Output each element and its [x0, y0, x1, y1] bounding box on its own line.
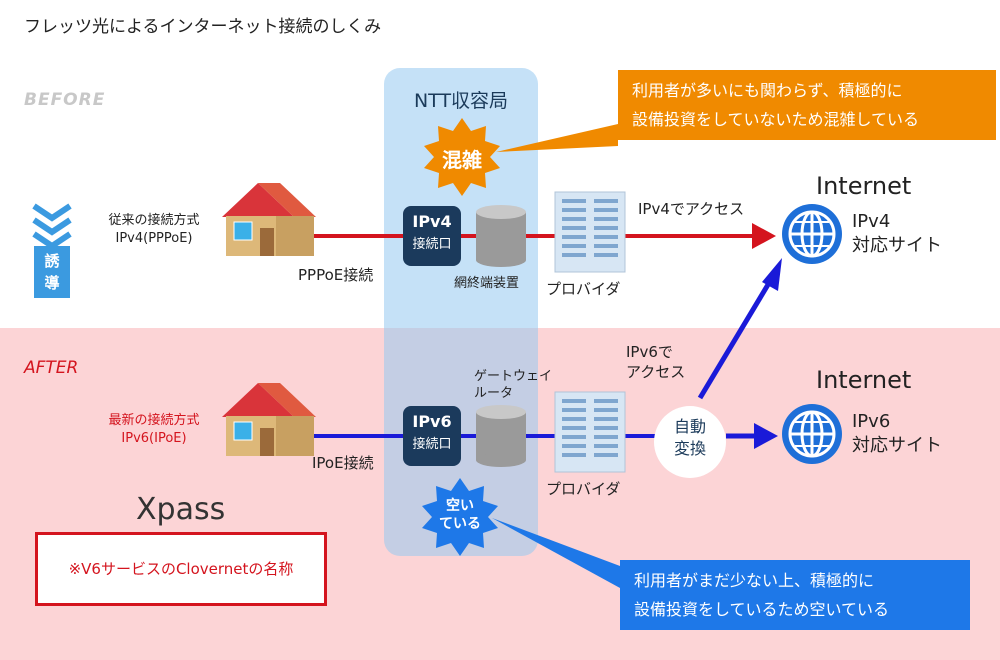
conversion-arrow-line — [697, 276, 775, 400]
xpass-note: ※V6サービスのClovernetの名称 — [68, 560, 294, 578]
house-icon — [222, 183, 316, 256]
before-connection-label: PPPoE接続 — [298, 266, 374, 284]
before-method-line2: IPv4(PPPoE) — [115, 231, 193, 246]
before-label: BEFORE — [24, 90, 106, 110]
after-method-line2: IPv6(IPoE) — [121, 431, 187, 446]
after-callout-line2: 設備投資をしているため空いている — [634, 600, 890, 619]
after-arrowhead — [754, 423, 778, 449]
guide-label: 誘 導 — [33, 250, 71, 294]
auto-conversion-line2: 変換 — [673, 439, 706, 458]
server-icon — [476, 405, 526, 467]
after-device-line1: ゲートウェイ — [474, 369, 553, 384]
congestion-burst-icon — [424, 118, 500, 196]
xpass-note-box — [35, 532, 327, 606]
after-internet-label: Internet — [816, 366, 912, 394]
ipv4-port-title: IPv4 — [412, 212, 452, 231]
vacant-burst-icon — [422, 478, 498, 556]
guide-label-line1: 誘 — [44, 252, 60, 270]
before-provider-label: プロバイダ — [546, 280, 621, 298]
ipv6-site-line1: IPv6 — [852, 411, 891, 432]
conversion-arrowhead — [762, 258, 782, 291]
ipv4-site-line1: IPv4 — [852, 211, 891, 232]
before-callout-pointer — [496, 124, 618, 152]
xpass-title: Xpass — [136, 492, 226, 527]
ipv4-port-subtitle: 接続口 — [412, 237, 452, 252]
globe-icon — [782, 404, 842, 464]
after-device-label: ゲートウェイ ルータ — [474, 368, 552, 402]
after-method-line1: 最新の接続方式 — [108, 413, 200, 428]
ipv6-site-line2: 対応サイト — [852, 435, 942, 456]
server-icon — [476, 205, 526, 267]
after-connection-label: IPoE接続 — [312, 454, 374, 472]
page-title: フレッツ光によるインターネット接続のしくみ — [24, 17, 382, 37]
before-access-label: IPv4でアクセス — [638, 200, 745, 218]
vacant-label: 空い ている — [422, 497, 498, 533]
vacant-label-line1: 空い — [446, 498, 474, 514]
before-internet-label: Internet — [816, 172, 912, 200]
guide-label-line2: 導 — [44, 274, 60, 292]
after-callout-line1: 利用者がまだ少ない上、積極的に — [634, 571, 875, 590]
before-method-label: 従来の接続方式 IPv4(PPPoE) — [92, 212, 216, 248]
ipv6-site-label: IPv6 対応サイト — [852, 410, 942, 458]
building-icon — [554, 391, 626, 473]
after-access-label: IPv6で アクセス — [626, 342, 685, 382]
before-callout: 利用者が多いにも関わらず、積極的に 設備投資をしていないため混雑している — [618, 70, 996, 140]
before-arrowhead — [752, 223, 776, 249]
globe-icon — [782, 204, 842, 264]
after-access-line2: アクセス — [626, 363, 686, 381]
after-provider-label: プロバイダ — [546, 480, 621, 498]
after-device-line2: ルータ — [474, 386, 514, 401]
ipv4-site-label: IPv4 対応サイト — [852, 210, 942, 258]
before-device-label: 網終端装置 — [454, 276, 520, 291]
auto-conversion-line1: 自動 — [673, 417, 706, 436]
guide-chevron-icon — [32, 203, 72, 298]
after-access-line1: IPv6で — [626, 343, 673, 361]
after-label: AFTER — [24, 358, 79, 378]
before-callout-line1: 利用者が多いにも関わらず、積極的に — [632, 81, 903, 100]
ntt-office-title: NTT収容局 — [413, 90, 509, 112]
after-method-label: 最新の接続方式 IPv6(IPoE) — [92, 412, 216, 448]
before-method-line1: 従来の接続方式 — [108, 213, 200, 228]
ipv6-port: IPv6 接続口 — [403, 406, 461, 466]
ipv6-port-subtitle: 接続口 — [412, 437, 452, 452]
after-callout-pointer — [492, 518, 620, 588]
ipv6-port-title: IPv6 — [412, 412, 452, 431]
before-callout-line2: 設備投資をしていないため混雑している — [632, 110, 920, 129]
ipv4-site-line2: 対応サイト — [852, 235, 942, 256]
house-icon — [222, 383, 316, 456]
vacant-label-line2: ている — [439, 516, 481, 532]
ipv4-port: IPv4 接続口 — [403, 206, 461, 266]
auto-conversion-badge: 自動 変換 — [654, 406, 726, 478]
congestion-label: 混雑 — [442, 148, 482, 172]
after-callout: 利用者がまだ少ない上、積極的に 設備投資をしているため空いている — [620, 560, 970, 630]
building-icon — [554, 191, 626, 273]
